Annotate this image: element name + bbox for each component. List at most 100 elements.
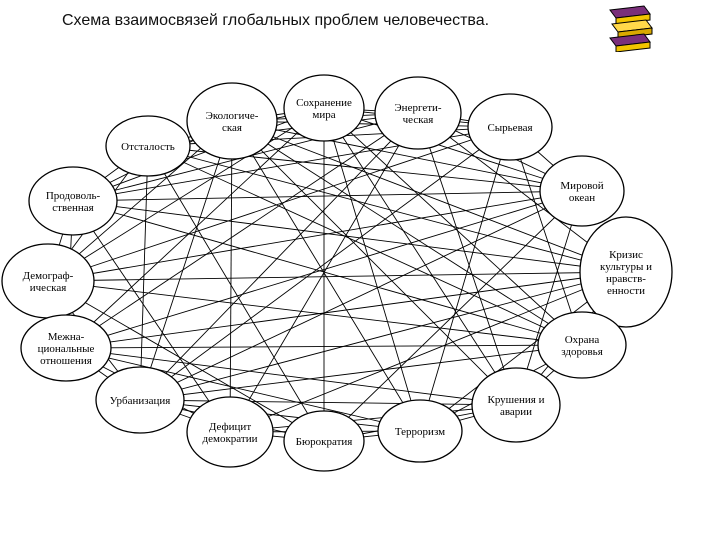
- node-label: Продоволь-: [46, 190, 101, 202]
- edge-health-urban: [139, 344, 583, 401]
- node-label: отношения: [40, 355, 92, 367]
- edge-peace-crash: [323, 107, 517, 406]
- edge-ocean-bureau: [323, 190, 583, 442]
- node-urban: Урбанизация: [95, 366, 185, 434]
- edge-health-inter: [65, 344, 583, 349]
- node-ellipse: [374, 76, 462, 150]
- node-label: Терроризм: [395, 426, 445, 438]
- node-ellipse: [283, 74, 365, 142]
- node-label: Охрана: [565, 334, 600, 346]
- edge-eco-health: [231, 120, 583, 346]
- edge-backward-bureau: [147, 145, 325, 442]
- node-ellipse: [186, 396, 274, 468]
- edge-crisis-urban: [139, 271, 627, 401]
- edge-raw-urban: [139, 126, 511, 401]
- edge-backward-crisis: [147, 145, 627, 273]
- edge-ocean-inter: [65, 190, 583, 349]
- edge-ocean-food: [72, 190, 583, 202]
- node-label: Кризис: [609, 249, 643, 261]
- edge-eco-urban: [139, 120, 233, 401]
- node-ellipse: [539, 155, 625, 227]
- node-label: енности: [607, 285, 645, 297]
- node-label: нравств-: [606, 273, 646, 285]
- edge-peace-ocean: [323, 107, 583, 192]
- edge-urban-crash: [139, 399, 517, 406]
- edge-raw-health: [509, 126, 583, 346]
- diagram-title: Схема взаимосвязей глобальных проблем че…: [62, 12, 490, 29]
- node-ellipse: [467, 93, 553, 161]
- node-label: ческая: [403, 114, 434, 126]
- node-label: демократии: [203, 433, 258, 445]
- node-label: ственная: [52, 202, 93, 214]
- node-label: Экологиче-: [206, 110, 259, 122]
- node-label: Дефицит: [209, 421, 251, 433]
- edge-eco-ocean: [231, 120, 583, 192]
- edge-raw-terror: [419, 126, 511, 432]
- node-label: аварии: [500, 406, 532, 418]
- node-ellipse: [20, 314, 112, 382]
- edge-urban-terror: [139, 399, 421, 432]
- edge-inter-crash: [65, 347, 517, 406]
- node-ellipse: [186, 82, 278, 160]
- node-label: Урбанизация: [110, 395, 171, 407]
- node-ellipse: [471, 367, 561, 443]
- edge-peace-food: [72, 107, 325, 202]
- node-eco: Экологиче-ская: [186, 82, 278, 160]
- node-label: циональные: [38, 343, 95, 355]
- problem-nodes: Экологиче-скаяСохранениемираЭнергети-чес…: [1, 74, 673, 472]
- node-label: ическая: [30, 282, 67, 294]
- node-ellipse: [283, 410, 365, 472]
- node-demo: Демограф-ическая: [1, 243, 95, 319]
- edge-ocean-demo: [47, 190, 583, 282]
- edge-demo-health: [47, 280, 583, 346]
- node-food: Продоволь-ственная: [28, 166, 118, 236]
- edge-demo-bureau: [47, 280, 325, 442]
- edge-eco-terror: [231, 120, 421, 432]
- node-label: Демограф-: [23, 270, 74, 282]
- node-ellipse: [28, 166, 118, 236]
- edge-backward-health: [147, 145, 583, 346]
- book-stack-icon: [609, 5, 653, 52]
- edge-energy-deficit: [229, 112, 419, 433]
- node-raw: Сырьевая: [467, 93, 553, 161]
- edge-peace-terror: [323, 107, 421, 432]
- edge-food-crisis: [72, 200, 627, 273]
- node-label: Энергети-: [394, 102, 441, 114]
- edge-eco-deficit: [229, 120, 233, 433]
- node-label: мира: [312, 109, 335, 121]
- node-ellipse: [537, 311, 627, 379]
- edge-food-health: [72, 200, 583, 346]
- edge-eco-raw: [231, 120, 511, 128]
- edge-food-deficit: [72, 200, 231, 433]
- edge-crisis-inter: [65, 271, 627, 349]
- node-label: культуры и: [600, 261, 652, 273]
- node-ellipse: [579, 216, 673, 328]
- node-bureau: Бюрократия: [283, 410, 365, 472]
- edge-energy-crash: [417, 112, 517, 406]
- node-terror: Терроризм: [377, 399, 463, 463]
- edge-raw-demo: [47, 126, 511, 282]
- node-label: Отсталость: [121, 141, 175, 153]
- edge-inter-terror: [65, 347, 421, 432]
- node-ellipse: [377, 399, 463, 463]
- node-label: Межна-: [48, 331, 85, 343]
- connection-lines: [47, 107, 627, 442]
- edge-crisis-deficit: [229, 271, 627, 433]
- edge-crisis-demo: [47, 271, 627, 282]
- node-energy: Энергети-ческая: [374, 76, 462, 150]
- edge-eco-crisis: [231, 120, 627, 273]
- node-label: Сырьевая: [487, 122, 532, 134]
- edge-eco-crash: [231, 120, 517, 406]
- edge-ocean-urban: [139, 190, 583, 401]
- node-backward: Отсталость: [105, 115, 191, 177]
- node-ellipse: [95, 366, 185, 434]
- node-label: Сохранение: [296, 97, 352, 109]
